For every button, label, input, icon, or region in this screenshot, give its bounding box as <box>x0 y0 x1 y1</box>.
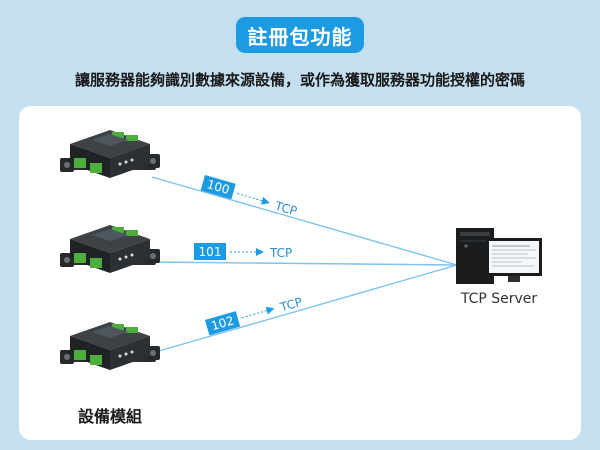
page-subtitle: 讓服務器能夠識別數據來源設備，或作為獲取服務器功能授權的密碼 <box>74 71 525 89</box>
link-id-102: 102 <box>210 313 236 333</box>
link-protocol-100: TCP <box>272 199 298 219</box>
device-module-3 <box>60 322 160 370</box>
link-line-100 <box>151 176 458 266</box>
title-badge: 註冊包功能 <box>236 17 364 53</box>
device-module-1 <box>60 130 160 178</box>
devices-label: 設備模組 <box>77 407 142 426</box>
link-protocol-101: TCP <box>269 246 292 260</box>
server-icon <box>456 228 542 284</box>
server-label: TCP Server <box>460 291 538 307</box>
link-line-101 <box>151 261 458 266</box>
page-title: 註冊包功能 <box>247 24 353 49</box>
link-label-101: 101 TCP <box>194 243 292 260</box>
link-id-100: 100 <box>205 177 231 197</box>
link-line-102 <box>151 264 458 354</box>
device-module-2 <box>60 225 160 273</box>
arrow-icon <box>265 306 275 315</box>
arrow-icon <box>256 248 264 256</box>
link-id-101: 101 <box>199 245 222 259</box>
link-label-102: 102 TCP <box>205 295 304 336</box>
link-label-100: 100 TCP <box>200 175 299 218</box>
link-protocol-102: TCP <box>278 295 304 315</box>
arrow-icon <box>261 196 270 205</box>
